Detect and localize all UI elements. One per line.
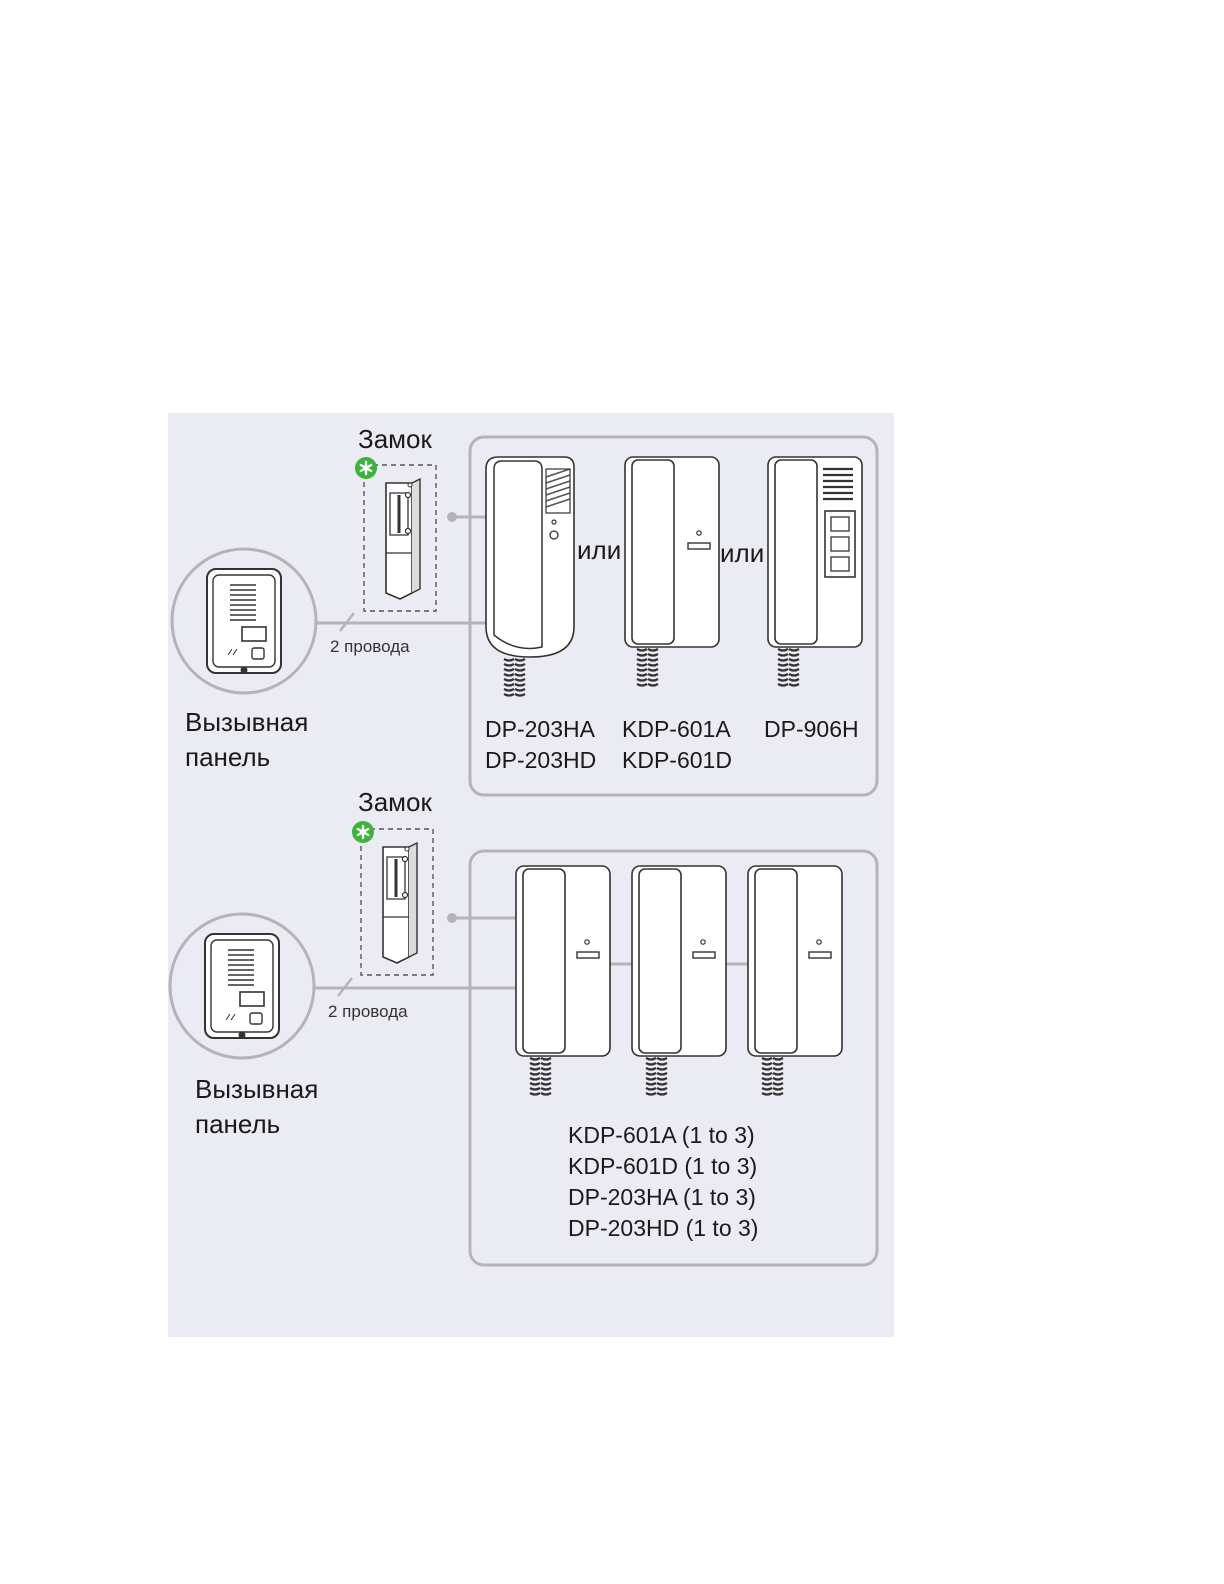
- call-panel-icon: [170, 547, 318, 695]
- intercom-handset-icon: [748, 866, 842, 1095]
- diagram-drawing: [168, 435, 879, 1267]
- model-label: KDP-601D (1 to 3): [568, 1153, 758, 1179]
- green-asterisk-badge-icon: [353, 455, 379, 481]
- handset-group-frame-1: [468, 435, 879, 797]
- wire-break-mark-2: [337, 977, 353, 997]
- intercom-handset-icon: [632, 866, 726, 1095]
- panel-label-2-line1: Вызывная: [195, 1074, 319, 1104]
- panel-label-1-line1: Вызывная: [185, 707, 309, 737]
- model-label: DP-203HD (1 to 3): [568, 1215, 759, 1241]
- intercom-handset-icon: [624, 456, 720, 687]
- model-label: DP-203HD: [485, 747, 597, 773]
- green-asterisk-badge-icon: [350, 819, 376, 845]
- diagram-2: [168, 819, 879, 1267]
- lock-label-1: Замок: [358, 424, 432, 454]
- panel-label-1-line2: панель: [185, 742, 271, 772]
- model-label: DP-203HA (1 to 3): [568, 1184, 756, 1210]
- diagram-1: [170, 435, 879, 797]
- model-label: DP-906H: [764, 716, 859, 742]
- model-label: KDP-601D: [622, 747, 732, 773]
- electric-lock-icon: [362, 463, 438, 613]
- or-label-1: или: [577, 535, 622, 565]
- wire-label-1: 2 провода: [330, 637, 410, 656]
- wire-break-mark-1: [339, 612, 355, 632]
- or-label-2: или: [720, 538, 765, 568]
- intercom-handset-icon: [767, 456, 863, 687]
- wiring-diagram-figure: Замок 2 провода Вызывная панель или или …: [168, 413, 894, 1337]
- model-label: KDP-601A: [622, 716, 731, 742]
- panel-label-2-line2: панель: [195, 1109, 281, 1139]
- call-panel-icon: [168, 912, 316, 1060]
- intercom-handset-icon: [516, 866, 610, 1095]
- intercom-handset-icon: [485, 456, 575, 697]
- model-label: DP-203HA: [485, 716, 595, 742]
- lock-label-2: Замок: [358, 787, 432, 817]
- handset-group-frame-2: [468, 849, 879, 1267]
- model-label: KDP-601A (1 to 3): [568, 1122, 755, 1148]
- electric-lock-icon: [359, 827, 435, 977]
- wire-label-2: 2 провода: [328, 1002, 408, 1021]
